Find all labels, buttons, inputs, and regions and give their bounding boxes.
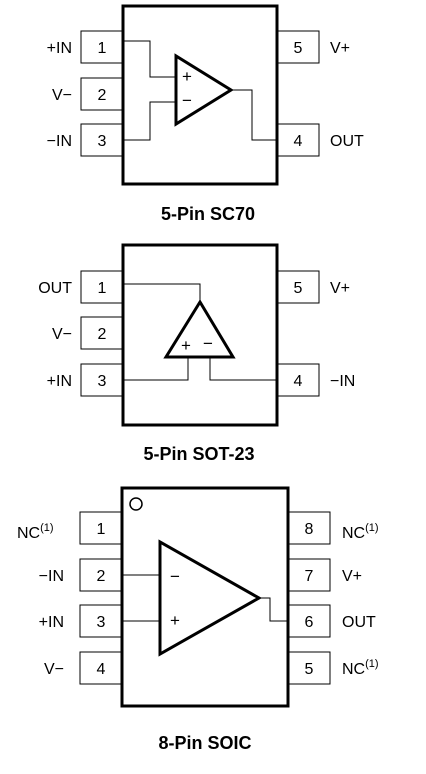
sot23-pin4-number: 4 xyxy=(294,373,303,390)
sot23-opamp-symbol xyxy=(163,299,236,359)
sot23-package: 1 2 3 5 4 OUT V− +IN V+ −IN + − 5-Pin SO… xyxy=(38,243,355,464)
soic-pin7-label: V+ xyxy=(342,568,362,585)
sc70-pin5-number: 5 xyxy=(294,40,303,57)
soic-pin3-number: 3 xyxy=(97,614,106,631)
sot23-pin5-box xyxy=(276,270,320,304)
sc70-wire-out xyxy=(231,89,277,141)
sot23-plus-sign: + xyxy=(181,336,191,355)
sc70-pin2-number: 2 xyxy=(98,87,107,104)
soic-pin7-number: 7 xyxy=(305,568,314,585)
sot23-caption: 5-Pin SOT-23 xyxy=(143,444,254,464)
sc70-body xyxy=(121,4,279,186)
sc70-pin4-number: 4 xyxy=(294,133,303,150)
sot23-wire-plus-in xyxy=(123,357,189,381)
sc70-package: 1 2 3 5 4 +IN V− −IN V+ OUT + − 5-Pin SC… xyxy=(47,4,364,224)
soic-pin8-label-text: NC xyxy=(342,525,365,542)
soic-opamp-symbol xyxy=(158,539,263,657)
soic-pin1-label: NC(1) xyxy=(17,522,54,542)
soic-pin8-box xyxy=(287,511,331,545)
soic-plus-sign: + xyxy=(170,611,180,630)
soic-wire-out xyxy=(259,597,288,622)
sot23-pin1-label: OUT xyxy=(38,280,72,297)
soic-pin1-box xyxy=(79,511,123,545)
sot23-pin1-number: 1 xyxy=(98,280,107,297)
sot23-wire-minus-in xyxy=(209,357,277,381)
sc70-pin1-number: 1 xyxy=(98,40,107,57)
soic-pin5-label-text: NC xyxy=(342,661,365,678)
soic-body xyxy=(120,486,290,708)
sc70-pin1-box xyxy=(80,30,124,64)
sc70-pin2-box xyxy=(80,77,124,111)
sc70-pin3-label: −IN xyxy=(47,133,72,150)
sc70-plus-sign: + xyxy=(182,67,192,86)
sot23-pin2-label: V− xyxy=(52,326,72,343)
sot23-pin3-number: 3 xyxy=(98,373,107,390)
soic-pin8-footnote: (1) xyxy=(365,522,378,534)
soic-pin7-box xyxy=(287,558,331,592)
sot23-pin5-number: 5 xyxy=(294,280,303,297)
soic-pin4-number: 4 xyxy=(97,661,106,678)
sot23-pin3-label: +IN xyxy=(47,373,72,390)
soic-pin1-number: 1 xyxy=(97,521,106,538)
soic-pin6-label: OUT xyxy=(342,614,376,631)
soic-caption: 8-Pin SOIC xyxy=(158,733,251,753)
soic-pin2-label: −IN xyxy=(39,568,64,585)
sot23-body xyxy=(121,243,279,427)
sc70-pin1-label: +IN xyxy=(47,40,72,57)
soic-package: 1 2 3 4 8 7 6 5 NC(1) −IN +IN V− NC(1) V… xyxy=(17,486,379,753)
soic-pin8-number: 8 xyxy=(305,521,314,538)
sc70-opamp-symbol xyxy=(174,53,234,127)
sc70-wire-plus-in xyxy=(123,40,176,78)
sc70-wire-minus-in xyxy=(123,101,176,141)
sc70-pin4-label: OUT xyxy=(330,133,364,150)
soic-pin4-label: V− xyxy=(44,661,64,678)
soic-pin1-footnote: (1) xyxy=(40,522,53,534)
sc70-caption: 5-Pin SC70 xyxy=(161,204,255,224)
soic-pin2-number: 2 xyxy=(97,568,106,585)
sot23-pin1-box xyxy=(80,270,124,304)
soic-pin3-label: +IN xyxy=(39,614,64,631)
soic-pin1-label-text: NC xyxy=(17,525,40,542)
sc70-pin2-label: V− xyxy=(52,87,72,104)
soic-pin5-footnote: (1) xyxy=(365,658,378,670)
soic-pin5-label: NC(1) xyxy=(342,658,379,678)
sot23-wire-out xyxy=(123,283,201,302)
soic-pin5-number: 5 xyxy=(305,661,314,678)
sc70-pin5-label: V+ xyxy=(330,40,350,57)
sot23-pin2-box xyxy=(80,316,124,350)
soic-pin5-box xyxy=(287,651,331,685)
soic-pin8-label: NC(1) xyxy=(342,522,379,542)
sc70-pin5-box xyxy=(276,30,320,64)
sot23-pin5-label: V+ xyxy=(330,280,350,297)
sot23-pin4-label: −IN xyxy=(330,373,355,390)
soic-minus-sign: − xyxy=(170,567,180,586)
soic-pin4-box xyxy=(79,651,123,685)
soic-pin1-marker xyxy=(129,497,143,511)
sc70-pin3-number: 3 xyxy=(98,133,107,150)
sc70-minus-sign: − xyxy=(182,91,192,110)
soic-pin6-number: 6 xyxy=(305,614,314,631)
sot23-minus-sign: − xyxy=(203,334,213,353)
sot23-pin2-number: 2 xyxy=(98,326,107,343)
